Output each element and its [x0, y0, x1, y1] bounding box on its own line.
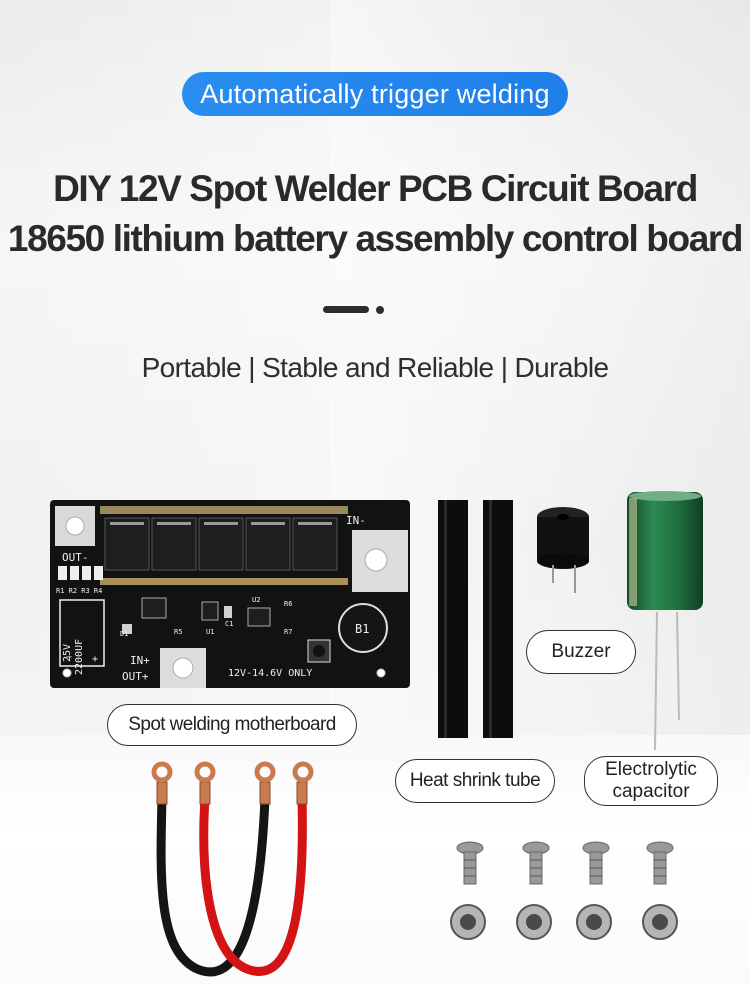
screws-and-nuts-image	[450, 841, 678, 940]
pcb-label-b1: B1	[355, 622, 369, 636]
decorative-divider-dot	[376, 306, 384, 314]
pcb-label-cap-capacity: 2200UF	[74, 639, 85, 675]
pcb-label-out-minus: OUT-	[62, 551, 89, 564]
feature-subtitle: Portable | Stable and Reliable | Durable	[141, 352, 609, 383]
pcb-label-r7: R7	[284, 628, 292, 636]
pcb-label-cap-minus: −	[66, 652, 72, 663]
electrolytic-capacitor-image	[627, 491, 703, 751]
pcb-label-r5: R5	[174, 628, 182, 636]
page-title-line-2: 18650 lithium battery assembly control b…	[7, 218, 744, 259]
pcb-label-cap-voltage: 25V	[62, 644, 73, 662]
pcb-label-c1: C1	[225, 620, 233, 628]
pcb-label-out-plus: OUT+	[122, 670, 149, 683]
label-spot-welding-motherboard: Spot welding motherboard	[107, 704, 357, 746]
pcb-label-in-minus: IN-	[346, 514, 366, 527]
decorative-divider	[323, 306, 369, 313]
spot-welder-pcb-image: IN- OUT- IN+ OUT+ 12V-14.6V ONLY B1 R1 R…	[50, 500, 410, 688]
pcb-label-cap-plus: +	[92, 654, 98, 665]
pcb-label-u2: U2	[252, 596, 260, 604]
pcb-label-in-plus: IN+	[130, 654, 150, 667]
pcb-label-resistors: R1 R2 R3 R4	[56, 587, 102, 595]
label-electrolytic-capacitor-line-2: capacitor	[612, 781, 690, 802]
label-electrolytic-capacitor: Electrolytic capacitor	[584, 756, 718, 806]
label-buzzer: Buzzer	[526, 630, 636, 674]
buzzer-image	[537, 507, 589, 593]
label-electrolytic-capacitor-line-1: Electrolytic	[605, 759, 697, 780]
heat-shrink-tube-image	[438, 500, 513, 738]
label-heat-shrink-tube: Heat shrink tube	[395, 759, 555, 803]
pcb-label-d1: D1	[120, 630, 128, 638]
page-title-line-1: DIY 12V Spot Welder PCB Circuit Board	[53, 168, 698, 209]
pcb-label-r6: R6	[284, 600, 292, 608]
pcb-label-u1: U1	[206, 628, 214, 636]
pcb-label-voltage: 12V-14.6V ONLY	[228, 668, 312, 679]
feature-banner: Automatically trigger welding	[182, 72, 568, 116]
welding-cables-image	[151, 761, 314, 977]
